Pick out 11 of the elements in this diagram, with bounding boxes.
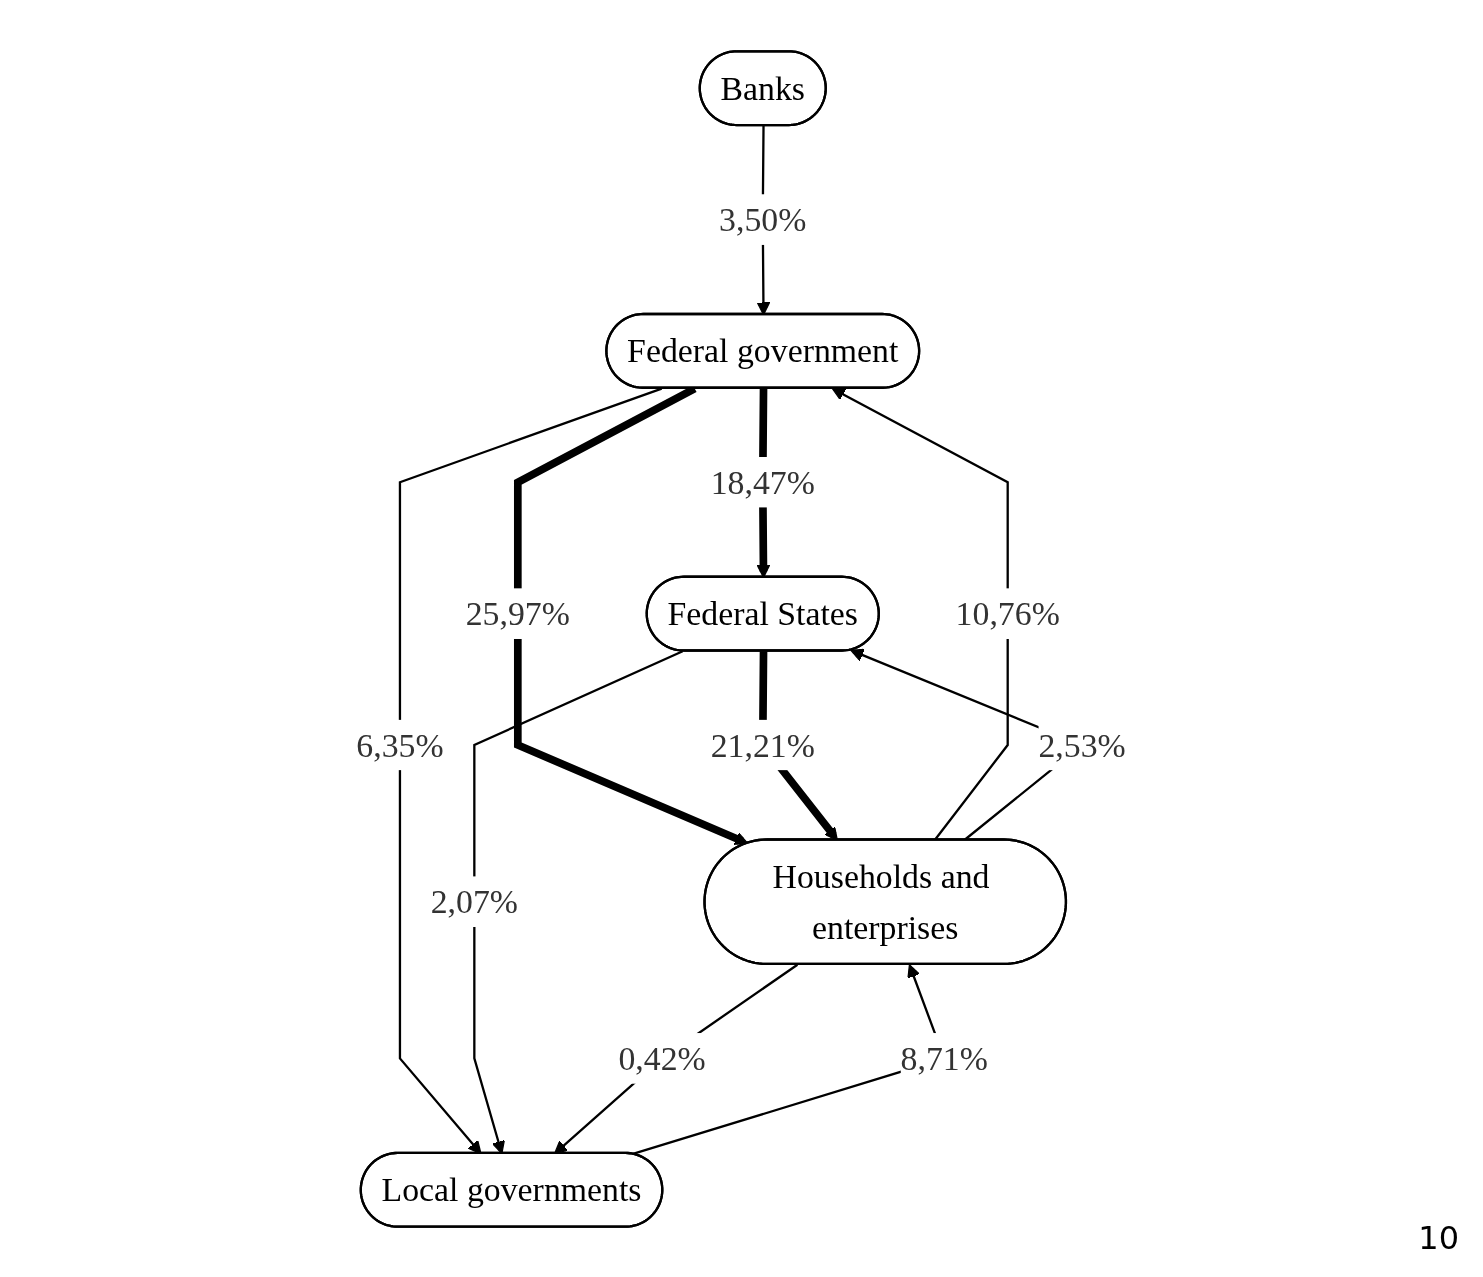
edge-label: 25,97% [466,593,571,633]
edge-label: 0,42% [618,1038,707,1078]
page-number: 10 [1418,1219,1459,1257]
edge-label: 18,47% [711,462,816,501]
edge-label: 21,21% [711,725,816,764]
edge-label: 6,35% [356,725,445,764]
edge-label: 2,07% [431,882,519,921]
edge-label: 10,76% [956,593,1061,633]
edge-label: 3,50% [719,199,807,239]
edge-label: 2,53% [1038,725,1127,764]
edge-label: 8,71% [901,1038,989,1078]
